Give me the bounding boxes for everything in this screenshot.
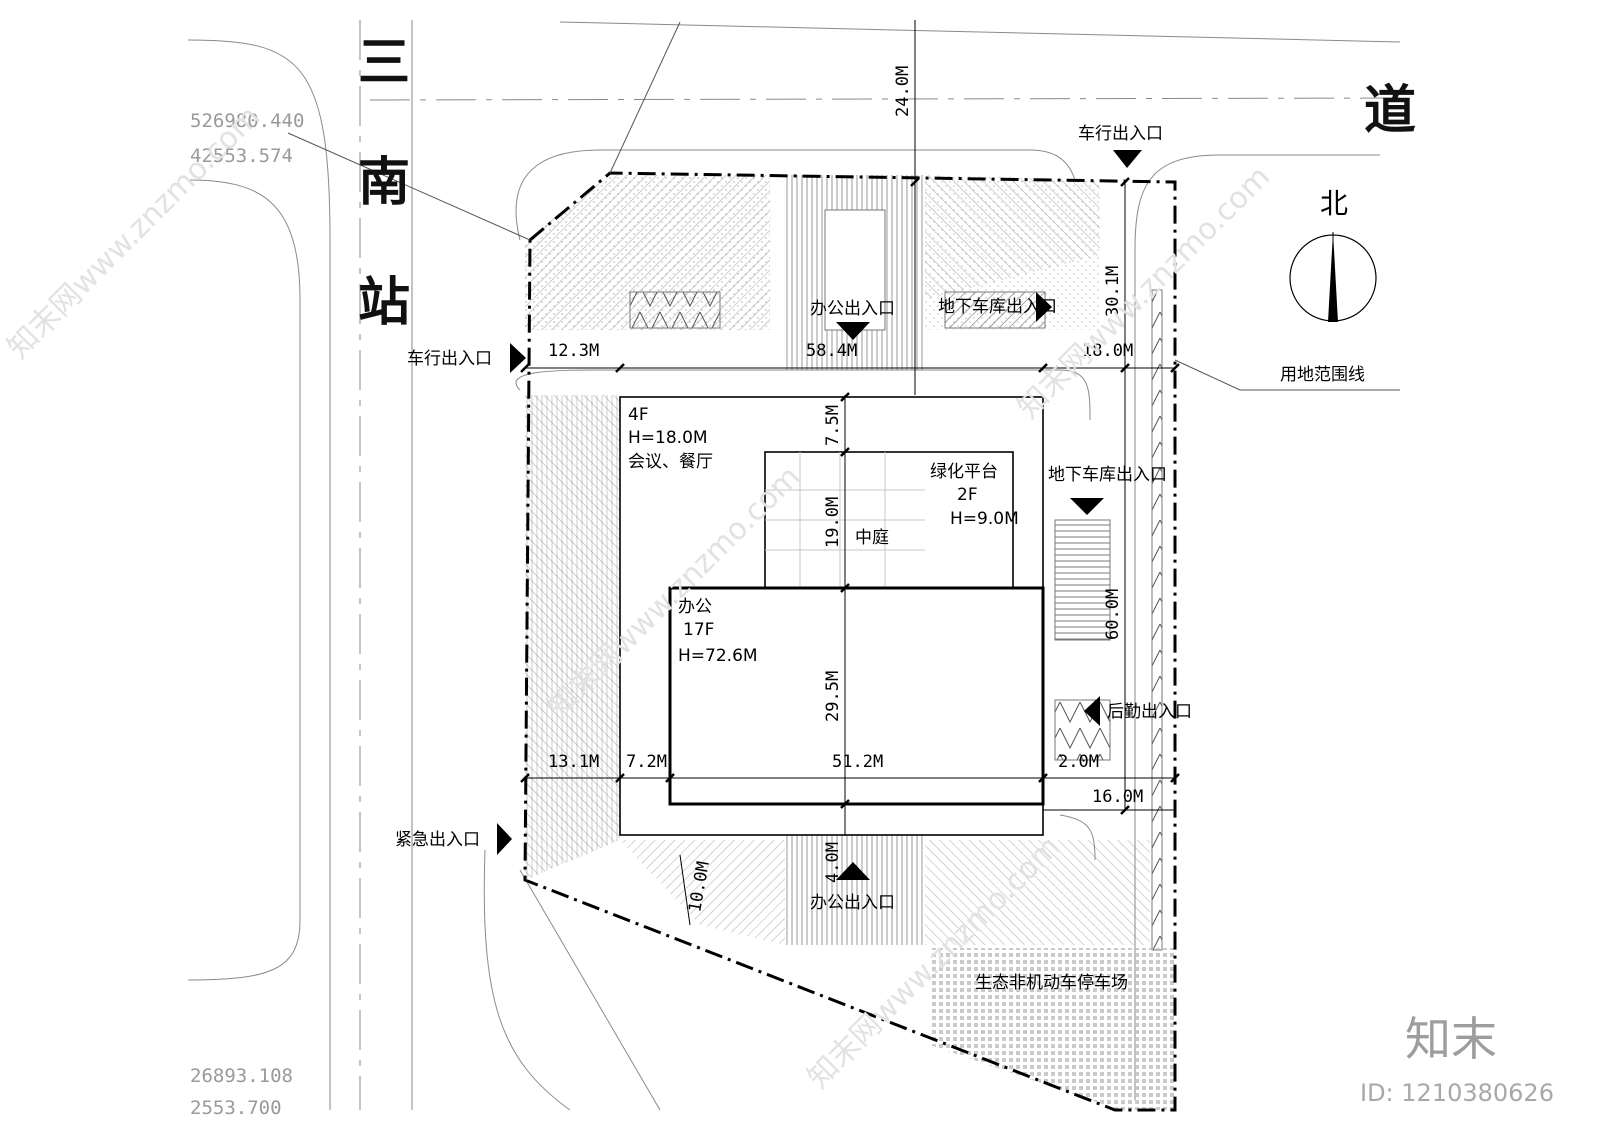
dim-12-3: 12.3M: [548, 341, 599, 361]
dim-7-2: 7.2M: [626, 752, 667, 772]
label-garage-north: 地下车库出入口: [938, 297, 1057, 317]
north-axis-plaza: [824, 209, 886, 331]
inner-road-curve-top: [515, 369, 1091, 421]
dim-19-0: 19.0M: [823, 497, 843, 548]
dim-60-0: 60.0M: [1103, 589, 1123, 640]
label-office-north: 办公出入口: [810, 299, 895, 319]
dim-16-0: 16.0M: [1092, 787, 1143, 807]
road-char-2: 南: [358, 153, 410, 213]
label-service: 后勤出入口: [1107, 702, 1192, 722]
marker-office-south: [836, 862, 870, 880]
service-yard: [1054, 699, 1111, 761]
parking-nw: [629, 291, 721, 329]
east-planting-strip: [1151, 289, 1163, 951]
west-block-inner: [187, 179, 301, 981]
label-site-boundary: 用地范围线: [1280, 365, 1365, 385]
dim-51-2: 51.2M: [832, 752, 883, 772]
road-char-3: 站: [358, 273, 410, 333]
label-office-south: 办公出入口: [810, 893, 895, 913]
buildings: [619, 396, 1045, 836]
marker-garage-east: [1070, 498, 1104, 515]
dimension-lines: [525, 20, 1175, 926]
dim-29-5: 29.5M: [823, 671, 843, 722]
image-id: ID: 1210380626: [1360, 1079, 1554, 1107]
north-arrow: 北: [1289, 187, 1377, 322]
green-platform-name: 绿化平台: [930, 462, 998, 482]
dim-58-4: 58.4M: [806, 341, 857, 361]
west-block-edge: [187, 39, 331, 1110]
podium-floors: 4F: [628, 405, 649, 425]
marker-vehicle-west: [510, 343, 526, 373]
marker-vehicle-north: [1113, 150, 1142, 168]
landscape-south-axis: [785, 830, 925, 945]
marker-office-north: [836, 322, 870, 340]
tower-name: 办公: [678, 597, 712, 617]
garage-ramp-east: [1054, 519, 1111, 641]
brand-watermark: 知末: [1405, 1012, 1497, 1066]
landscape-se: [925, 840, 1150, 945]
label-bike-parking: 生态非机动车停车场: [975, 973, 1128, 993]
north-label: 北: [1320, 187, 1348, 220]
office-tower-17f: [668, 586, 1045, 806]
coord-bottom-y: 2553.700: [190, 1097, 282, 1119]
road-north-inner-edge: [515, 149, 1076, 241]
road-east-edge: [1134, 154, 1380, 1100]
label-vehicle-west: 车行出入口: [407, 349, 492, 369]
dimension-ticks: [520, 177, 1180, 815]
courtyard-label: 中庭: [855, 528, 889, 548]
coord-bottom-x: 26893.108: [190, 1065, 293, 1087]
tower-height: H=72.6M: [678, 646, 758, 666]
road-diagonal-sw: [519, 869, 661, 1111]
road-north-edge: [559, 21, 1401, 43]
dim-24-0: 24.0M: [893, 66, 913, 117]
watermark-text-1: 知末网www.znzmo.com: [1, 99, 267, 365]
green-platform-floors: 2F: [957, 485, 978, 505]
podium-use: 会议、餐厅: [628, 452, 713, 472]
marker-emergency: [497, 823, 512, 855]
label-vehicle-north: 车行出入口: [1078, 124, 1163, 144]
marker-garage-north: [1036, 292, 1052, 322]
green-platform-height: H=9.0M: [950, 509, 1019, 529]
road-sw-curve: [483, 849, 571, 1111]
dim-13-1: 13.1M: [548, 752, 599, 772]
dim-2-0: 2.0M: [1058, 752, 1099, 772]
landscape-sw: [620, 840, 785, 945]
marker-service: [1084, 696, 1100, 726]
podium-height: H=18.0M: [628, 428, 708, 448]
bike-parking-area: [930, 948, 1175, 1110]
entrance-markers: [497, 150, 1142, 880]
landscape: [525, 175, 1175, 1110]
dim-18-0: 18.0M: [1082, 341, 1133, 361]
dim-4-0: 4.0M: [823, 842, 843, 883]
road-char-1: 三: [358, 33, 410, 93]
label-garage-east: 地下车库出入口: [1048, 465, 1167, 485]
coord-top-x: 526980.440: [190, 110, 304, 132]
tower-floors: 17F: [683, 620, 714, 640]
roads: [187, 20, 1401, 1111]
dim-7-5: 7.5M: [823, 405, 843, 446]
road-north-centerline: [369, 97, 1401, 101]
label-emergency: 紧急出入口: [395, 830, 480, 850]
road-char-north: 道: [1364, 81, 1416, 141]
garage-ramp-north: [944, 291, 1046, 329]
leader-lines: [287, 21, 1400, 391]
dim-30-1: 30.1M: [1103, 266, 1123, 317]
coord-top-y: 42553.574: [190, 145, 293, 167]
